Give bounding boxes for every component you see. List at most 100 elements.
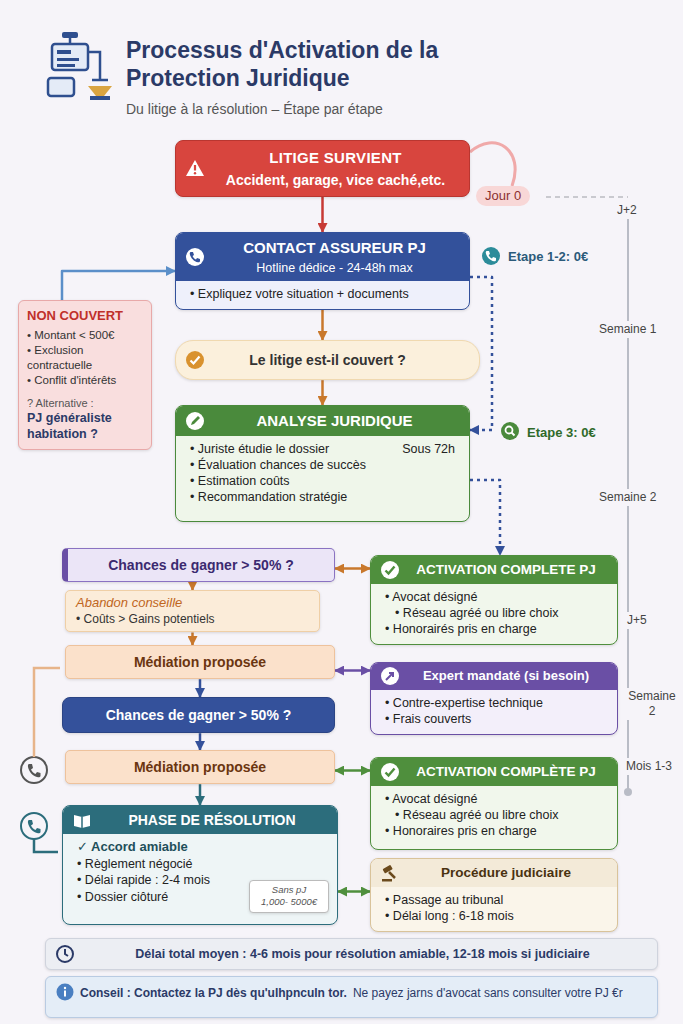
icon <box>380 560 400 580</box>
connector <box>335 769 370 772</box>
node-text: Sous 72h <box>402 441 455 457</box>
node-header: PHASE DE RÉSOLUTION <box>63 806 337 834</box>
connector <box>199 733 202 750</box>
node-text: Médiation proposée <box>76 653 324 671</box>
icon-svg <box>185 158 205 178</box>
icon <box>380 863 400 883</box>
process-box: ANALYSE JURIDIQUE• Juriste étudie le dos… <box>175 405 470 522</box>
step-label: Etape 1-2: 0€ <box>505 248 591 266</box>
node-text: ACTIVATION COMPLETE PJ <box>405 561 607 579</box>
connector <box>321 310 324 340</box>
time-label: Semaine 1 <box>596 321 659 338</box>
side-phone-icons <box>21 668 60 852</box>
process-box: Procédure judiciaire• Passage au tribuna… <box>370 858 618 932</box>
node-text: Abandon conseille <box>76 595 309 612</box>
process-box: Expert mandaté (si besoin) • Contre-exper… <box>370 662 618 735</box>
node-text: • Montant < 500€ <box>27 328 143 343</box>
start-box: LITIGE SURVIENTAccident, garage, vice ca… <box>175 140 470 197</box>
icon-svg <box>380 560 400 580</box>
connector <box>338 890 370 893</box>
node-text: Chances de gagner > 50% ? <box>73 706 324 724</box>
node-text: • Frais couverts <box>385 711 605 727</box>
connector <box>191 633 194 646</box>
step-label: Etape 3: 0€ <box>524 424 599 442</box>
time-label: J+2 <box>614 202 640 219</box>
node-text: ACTIVATION COMPLÈTE PJ <box>405 763 607 781</box>
node-text: Conseil : Contactez la PJ dès qu'ulhpncu… <box>80 986 347 1000</box>
title: Processus d'Activation de la Protection … <box>126 36 506 92</box>
node-text: NON COUVERT <box>27 308 143 325</box>
node-body: Médiation proposée <box>66 751 334 783</box>
icon <box>185 411 205 431</box>
node-body: NON COUVERT • Montant < 500€• Exclusion c… <box>19 301 151 449</box>
node-header: ANALYSE JURIDIQUE <box>176 406 469 436</box>
node-text: • Réseau agréé ou libre choix <box>385 807 605 823</box>
icon <box>185 350 205 370</box>
node-header: CONTACT ASSUREUR PJHotline dédice - 24-4… <box>176 233 469 281</box>
icon-svg <box>380 762 400 782</box>
process-box: CONTACT ASSUREUR PJHotline dédice - 24-4… <box>175 232 470 310</box>
time-label: Mois 1-3 <box>623 758 675 775</box>
connector <box>335 669 370 672</box>
node-text: • Estimation coûts <box>190 473 457 489</box>
node-text: Chances de gagner > 50% ? <box>78 556 324 574</box>
connector <box>191 582 194 590</box>
node-body: • Avocat désigné• Réseau agréé ou libre … <box>371 786 617 847</box>
node-body: Le litige est-il couvert ? <box>176 341 479 379</box>
process-box: ACTIVATION COMPLÈTE PJ • Avocat désigné• … <box>370 757 618 850</box>
icon-svg <box>185 350 205 370</box>
icon <box>380 666 400 686</box>
icon-svg <box>185 411 205 431</box>
node-body: Chances de gagner > 50% ? <box>63 698 334 732</box>
node-text: • Évaluation chances de succès <box>190 457 457 473</box>
node-text: Ne payez jarns d'avocat sans consulter v… <box>353 986 623 1000</box>
node-text: Sans pJ <box>255 884 323 896</box>
icon <box>185 247 205 267</box>
node-body: LITIGE SURVIENTAccident, garage, vice ca… <box>176 141 469 196</box>
icon-svg <box>72 810 92 830</box>
icon <box>72 810 92 830</box>
caption: Du litige à la résolution – Étape par ét… <box>126 101 646 117</box>
mediation-band: Médiation proposée <box>65 750 335 784</box>
icon <box>380 762 400 782</box>
node-text: ANALYSE JURIDIQUE <box>210 411 459 431</box>
process-box: ACTIVATION COMPLETE PJ• Avocat désigné• … <box>370 555 618 645</box>
node-text: Le litige est-il couvert ? <box>186 351 469 369</box>
node-body: Médiation proposée <box>66 646 334 678</box>
node-body: Chances de gagner > 50% ? <box>68 549 334 581</box>
node-text: ✓ Accord amiable <box>77 839 325 856</box>
connector <box>470 480 500 555</box>
node-text: • Contre-expertise technique <box>385 695 605 711</box>
node-text: Médiation proposée <box>76 758 324 776</box>
node-text: • Exclusion contractuelle <box>27 343 143 373</box>
icon-svg <box>55 982 75 1002</box>
node-text: • Honorairés pris en charge <box>385 621 605 637</box>
node-body: Délai total moyen : 4-6 mois pour résolu… <box>46 939 657 969</box>
decision-band: Chances de gagner > 50% ? <box>62 548 335 582</box>
node-text: 1,000- 5000€ <box>255 896 323 908</box>
time-label: Semaine 2 <box>623 688 681 720</box>
decision-band: Chances de gagner > 50% ? <box>62 697 335 733</box>
summary-band: Délai total moyen : 4-6 mois pour résolu… <box>45 938 658 970</box>
node-text: ? Alternative : <box>27 396 143 410</box>
node-header: Expert mandaté (si besoin) <box>371 663 617 690</box>
icon-svg <box>185 247 205 267</box>
node-body: Sans pJ1,000- 5000€ <box>250 881 328 912</box>
time-label: J+5 <box>624 612 650 629</box>
icon-svg <box>380 666 400 686</box>
connector <box>321 197 324 232</box>
node-text: • Délai long : 6-18 mois <box>385 908 605 924</box>
node-text: • Avocat désigné <box>385 589 605 605</box>
node-text: • Expliquez votre situation + documents <box>190 286 457 302</box>
node-text: Accident, garage, vice caché,etc. <box>212 171 459 189</box>
icon <box>55 944 75 964</box>
node-body: • Avocat désigné• Réseau agréé ou libre … <box>371 584 617 645</box>
node-text: Expert mandaté (si besoin) <box>405 668 607 685</box>
node-text: • Règlement négocié <box>77 856 325 872</box>
warning-box: NON COUVERT • Montant < 500€• Exclusion c… <box>18 300 152 450</box>
node-text: • Réseau agréé ou libre choix <box>385 605 605 621</box>
magnifier-icon <box>501 422 519 440</box>
node-text: CONTACT ASSUREUR PJ <box>210 238 459 258</box>
decision-band: Le litige est-il couvert ? <box>175 340 480 380</box>
node-text: • Avocat désigné <box>385 791 605 807</box>
